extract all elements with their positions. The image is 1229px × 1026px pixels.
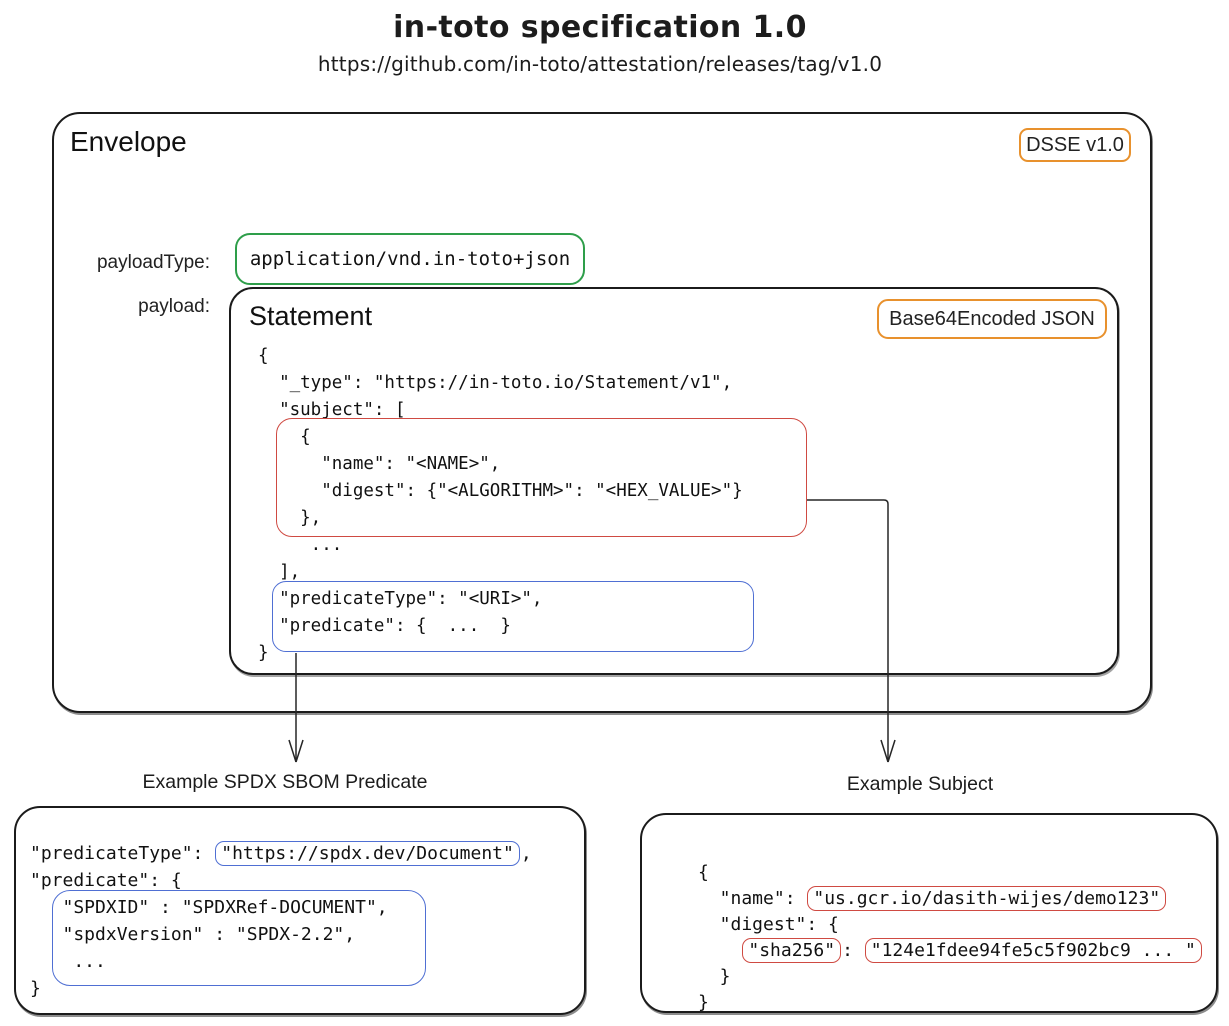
code-line: "predicate": { ... } <box>258 616 511 636</box>
code-line: "predicateType": "https://spdx.dev/Docum… <box>30 840 532 867</box>
code-line: { <box>258 346 269 366</box>
code-line: } <box>698 966 731 987</box>
code-line: "predicateType": "<URI>", <box>258 589 543 609</box>
envelope-label: Envelope <box>70 126 187 157</box>
dsse-version-badge: DSSE v1.0 <box>1019 128 1131 162</box>
example-subject-title: Example Subject <box>846 773 994 795</box>
code-line: { <box>258 427 311 447</box>
payload-label: payload: <box>138 296 210 317</box>
spdx-document-uri-box: "https://spdx.dev/Document" <box>215 841 520 866</box>
name-key: "name": <box>698 888 807 909</box>
payloadtype-value-box: application/vnd.in-toto+json <box>235 233 585 285</box>
code-line: "name": "us.gcr.io/dasith-wijes/demo123" <box>698 886 1203 912</box>
code-line: }, <box>258 508 322 528</box>
code-line: "predicate": { <box>30 870 182 891</box>
code-line: "digest": { <box>698 914 839 935</box>
code-line: "sha256": "124e1fdee94fe5c5f902bc9 ... " <box>698 938 1203 964</box>
example-predicate-code: "predicateType": "https://spdx.dev/Docum… <box>30 840 532 1002</box>
sha-separator: : <box>842 940 864 961</box>
example-subject-code: { "name": "us.gcr.io/dasith-wijes/demo12… <box>698 860 1203 1016</box>
code-line: ], <box>258 562 301 582</box>
predicatetype-key: "predicateType": <box>30 843 215 864</box>
code-line: { <box>698 862 709 883</box>
code-line: "subject": [ <box>258 400 406 420</box>
code-line: ... <box>258 535 343 555</box>
code-line: ... <box>30 951 106 972</box>
code-line: } <box>258 643 269 663</box>
code-line: "spdxVersion" : "SPDX-2.2", <box>30 924 356 945</box>
payloadtype-label: payloadType: <box>96 252 210 273</box>
diagram-title: in-toto specification 1.0 <box>393 10 807 45</box>
statement-code: { "_type": "https://in-toto.io/Statement… <box>258 343 743 667</box>
example-predicate-box <box>14 806 586 1015</box>
example-subject-box <box>640 813 1218 1013</box>
code-line: } <box>698 992 709 1013</box>
code-line: "name": "<NAME>", <box>258 454 501 474</box>
code-line: "SPDXID" : "SPDXRef-DOCUMENT", <box>30 897 388 918</box>
code-line: "digest": {"<ALGORITHM>": "<HEX_VALUE>"} <box>258 481 743 501</box>
sha256-key-box: "sha256" <box>742 938 842 963</box>
code-line: } <box>30 978 41 999</box>
base64-encoding-badge: Base64Encoded JSON <box>877 299 1107 339</box>
sha256-value-box: "124e1fdee94fe5c5f902bc9 ... " <box>864 938 1202 963</box>
diagram-subtitle: https://github.com/in-toto/attestation/r… <box>317 52 883 76</box>
sha-indent <box>698 940 741 961</box>
subject-name-value-box: "us.gcr.io/dasith-wijes/demo123" <box>807 886 1167 911</box>
statement-box <box>229 287 1119 675</box>
line-suffix: , <box>520 843 532 864</box>
code-line: "_type": "https://in-toto.io/Statement/v… <box>258 373 733 393</box>
statement-label: Statement <box>249 301 373 331</box>
example-predicate-title: Example SPDX SBOM Predicate <box>142 771 428 793</box>
